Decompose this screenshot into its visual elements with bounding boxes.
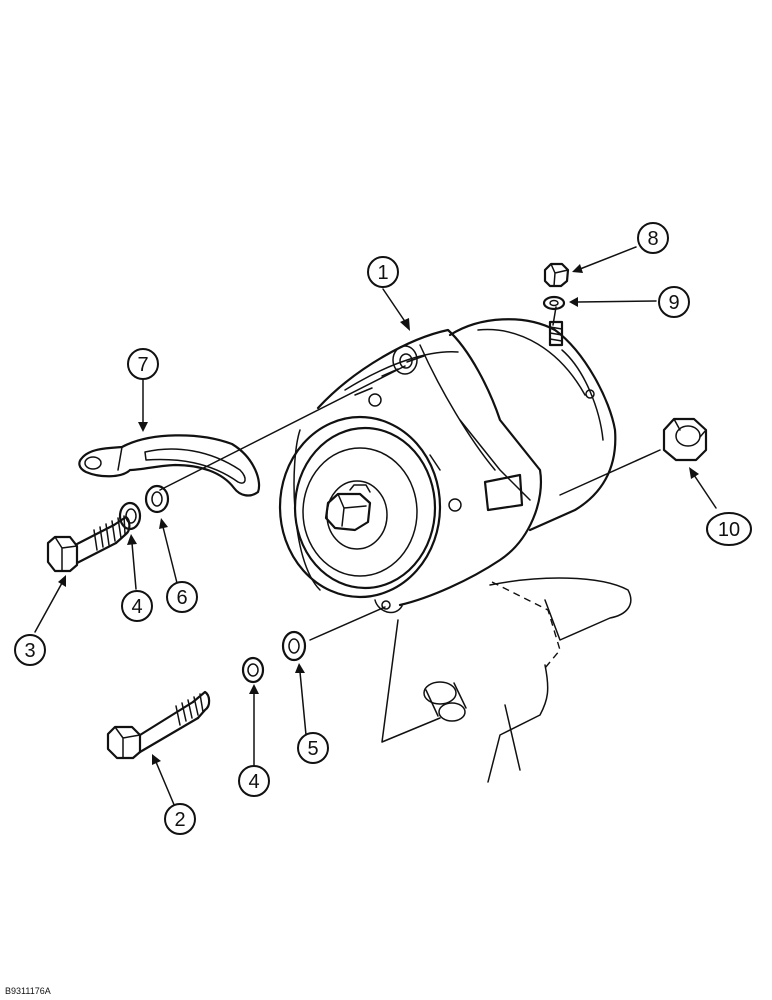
leader-arrows [34,246,717,808]
callout-4-upper: 4 [121,590,153,622]
flat-washer-upper [144,484,170,514]
pulley [278,415,442,599]
svg-text:6: 6 [176,587,187,609]
flat-washer-lower [281,630,307,662]
svg-text:5: 5 [307,738,318,760]
callout-4-lower: 4 [238,765,270,797]
callout-10: 10 [706,512,752,546]
svg-text:8: 8 [647,228,658,250]
lock-washer-lower [241,656,265,684]
svg-text:4: 4 [248,771,259,793]
lock-washer-upper [118,501,142,531]
figure-id: B9311176A [5,986,51,996]
callout-1: 1 [367,256,399,288]
adjusting-strap [78,434,261,497]
nut-10 [662,417,708,462]
callout-8: 8 [637,222,669,254]
bolt-2 [106,690,211,760]
svg-text:4: 4 [131,596,142,618]
alternator [316,318,617,614]
svg-text:1: 1 [377,262,388,284]
svg-text:7: 7 [137,354,148,376]
svg-text:10: 10 [718,519,740,541]
mounting-bracket [381,577,632,783]
svg-text:3: 3 [24,640,35,662]
terminal-washer [542,295,566,311]
callout-6: 6 [166,581,198,613]
callout-9: 9 [658,286,690,318]
callout-5: 5 [297,732,329,764]
bolt-3 [46,515,131,573]
terminal-nut [543,262,570,288]
svg-text:2: 2 [174,809,185,831]
callout-2: 2 [164,803,196,835]
callout-7: 7 [127,348,159,380]
callout-3: 3 [14,634,46,666]
svg-text:9: 9 [668,292,679,314]
